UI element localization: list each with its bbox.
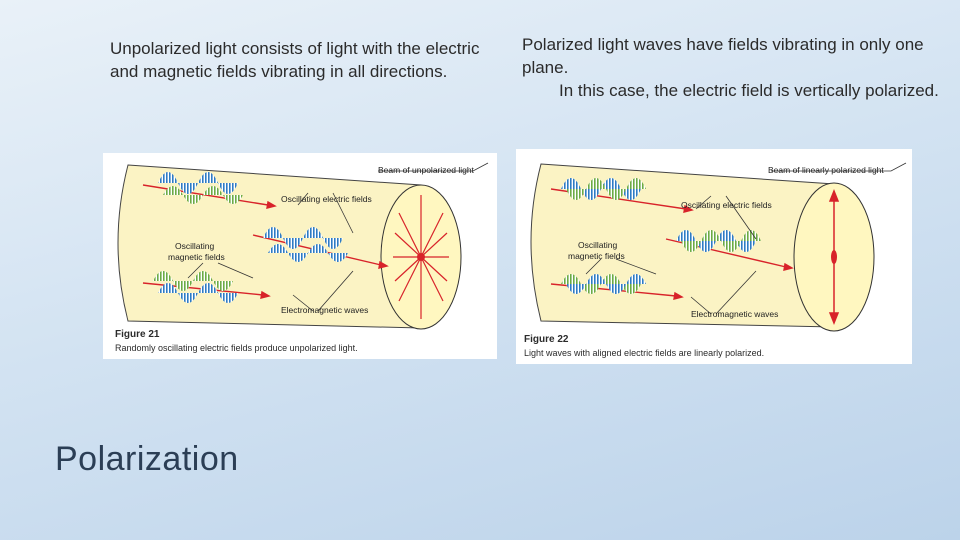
figure-number: Figure 21	[115, 329, 160, 340]
figure-caption: Light waves with aligned electric fields…	[524, 348, 764, 358]
magnetic-label-1: Oscillating	[578, 240, 617, 250]
figure-caption: Randomly oscillating electric fields pro…	[115, 343, 358, 353]
figure-number: Figure 22	[524, 334, 569, 345]
polarized-light-figure: Beam of linearly polarized light Oscilla…	[516, 149, 912, 364]
right-description-line1: Polarized light waves have fields vibrat…	[522, 35, 924, 77]
em-label: Electromagnetic waves	[691, 309, 778, 319]
electric-label: Oscillating electric fields	[681, 200, 772, 210]
em-label: Electromagnetic waves	[281, 305, 368, 315]
unpolarized-diagram: Beam of unpolarized light Oscillating el…	[115, 162, 489, 353]
beam-label: Beam of linearly polarized light	[768, 165, 884, 175]
right-description: Polarized light waves have fields vibrat…	[522, 33, 942, 102]
polarized-diagram: Beam of linearly polarized light Oscilla…	[524, 162, 907, 358]
magnetic-label-2: magnetic fields	[568, 251, 625, 261]
wave-patterns	[561, 178, 761, 294]
random-field-arrows	[393, 195, 449, 319]
magnetic-label-2: magnetic fields	[168, 252, 225, 262]
electric-label: Oscillating electric fields	[281, 194, 372, 204]
slide-title: Polarization	[55, 440, 239, 478]
beam-label: Beam of unpolarized light	[378, 165, 475, 175]
beam-cylinder	[117, 164, 422, 329]
right-description-line2: In this case, the electric field is vert…	[559, 81, 939, 100]
left-description: Unpolarized light consists of light with…	[110, 39, 480, 81]
beam-cylinder	[530, 163, 835, 328]
magnetic-label-1: Oscillating	[175, 241, 214, 251]
wave-patterns	[153, 172, 348, 303]
unpolarized-light-figure: Beam of unpolarized light Oscillating el…	[103, 153, 497, 359]
